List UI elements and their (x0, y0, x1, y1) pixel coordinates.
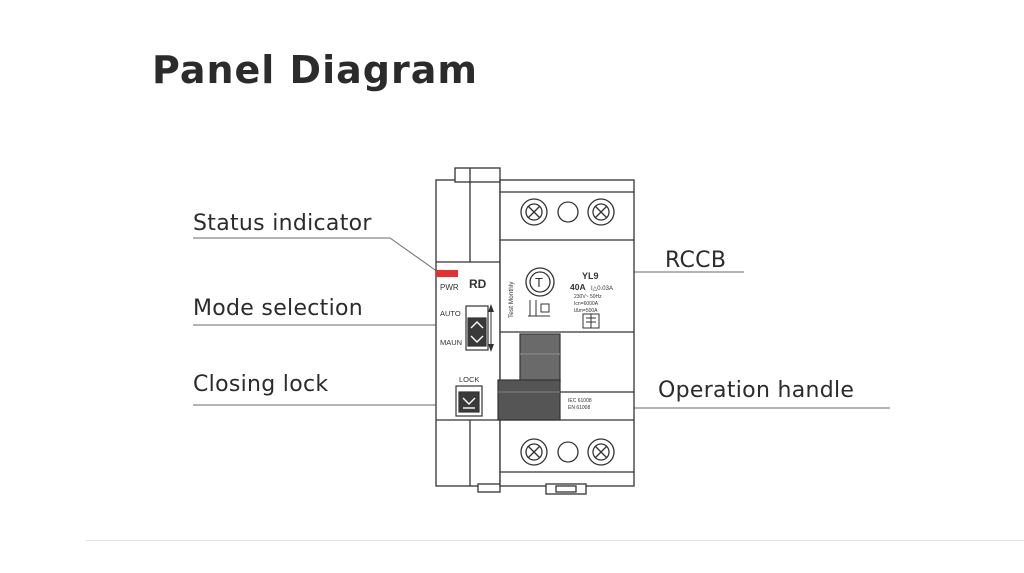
standard-line-1: IEC 61008 (568, 398, 592, 404)
maun-label: MAUN (440, 338, 462, 347)
test-monthly-label: Test Monthly (508, 281, 515, 318)
test-button-label: T (535, 275, 543, 290)
bottom-terminals (520, 438, 615, 466)
closing-lock (455, 385, 483, 417)
terminal-hole-icon (557, 441, 579, 463)
reset-symbol-icon (582, 313, 600, 329)
spec-line-2: Icn=6000A (574, 301, 599, 307)
control-module-top-cap (454, 167, 501, 183)
callout-closing-lock: Closing lock (193, 372, 329, 397)
callout-operation-handle: Operation handle (658, 378, 855, 403)
control-module-bottom-tab (477, 483, 501, 493)
lock-label: LOCK (459, 375, 479, 384)
callout-mode-selection: Mode selection (193, 296, 364, 321)
schematic-symbol-icon (528, 300, 550, 317)
page-title: Panel Diagram (152, 48, 478, 92)
terminal-hole-icon (557, 201, 579, 223)
rating-label: 40A (570, 282, 586, 292)
status-indicator-leader (193, 237, 439, 273)
control-module (435, 167, 501, 493)
spec-line-3: IΔm=500A (574, 308, 598, 314)
rd-label: RD (469, 277, 487, 291)
mode-selector-switch (465, 304, 494, 352)
rating-sub-label: I△0.03A (591, 286, 613, 292)
callout-status-indicator: Status indicator (193, 211, 372, 236)
status-led (436, 270, 458, 277)
callout-rccb: RCCB (665, 248, 727, 273)
auto-label: AUTO (440, 309, 461, 318)
callout-lines (193, 237, 890, 409)
operation-handle (497, 333, 561, 421)
bottom-divider (86, 540, 1024, 541)
spec-line-1: 230V~ 50Hz (574, 294, 602, 300)
model-label: YL9 (582, 271, 599, 281)
pwr-label: PWR (440, 283, 459, 292)
test-button (525, 267, 555, 297)
top-terminals (520, 198, 615, 226)
rccb-body (499, 179, 635, 487)
standard-line-2: EN 61008 (568, 405, 590, 411)
rccb-module (499, 179, 635, 495)
